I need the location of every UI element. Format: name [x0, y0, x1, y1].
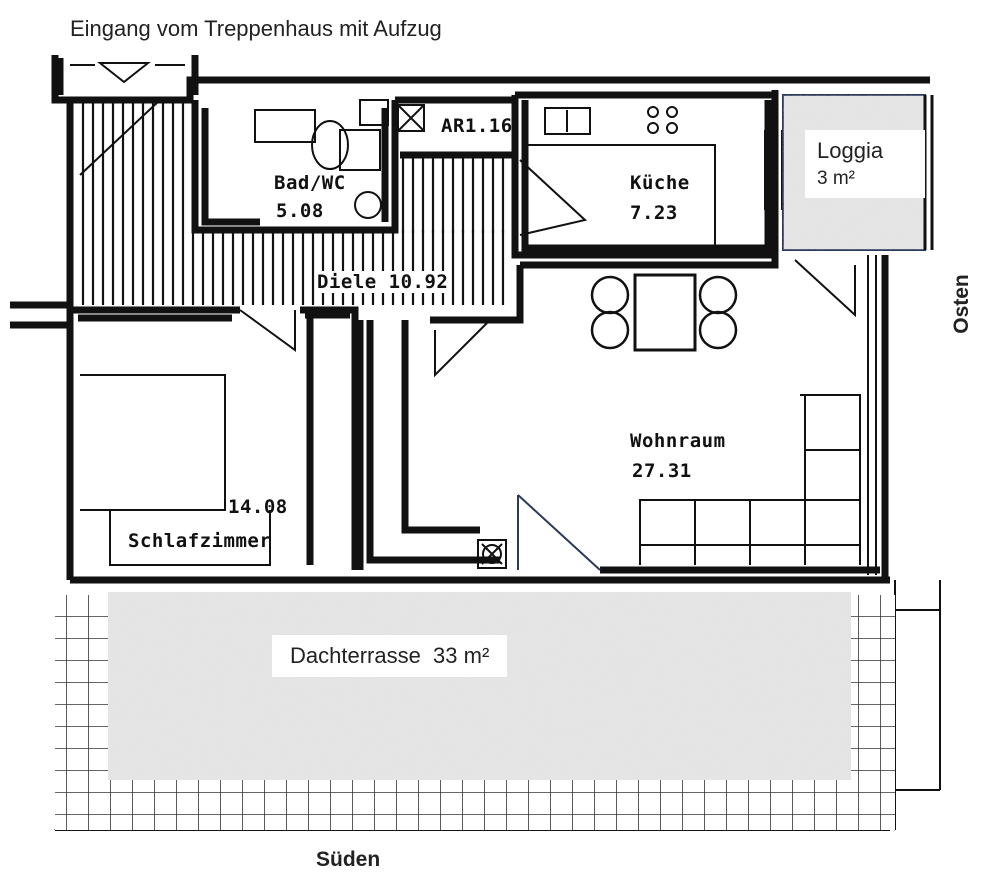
- room-area-schlaf: 14.08: [228, 496, 288, 518]
- room-area-bad: 5.08: [276, 200, 324, 222]
- room-label-wohnraum: Wohnraum: [630, 430, 726, 452]
- diele-hatching: [75, 100, 505, 305]
- room-label-loggia-box: Loggia 3 m²: [805, 130, 925, 198]
- compass-south: Süden: [316, 848, 381, 871]
- room-label-schlaf: Schlafzimmer: [128, 530, 272, 552]
- room-label-loggia: Loggia: [817, 138, 884, 163]
- terrace-tiles: [55, 595, 895, 830]
- room-label-bad: Bad/WC: [274, 172, 346, 194]
- room-area-kueche: 7.23: [630, 202, 678, 224]
- room-area-loggia: 3 m²: [817, 168, 855, 189]
- room-area-wohnraum: 27.31: [632, 460, 692, 482]
- room-label-diele: Diele 10.92: [315, 271, 451, 293]
- room-label-terrasse: Dachterrasse 33 m²: [272, 635, 508, 677]
- room-label-ar: AR1.16: [441, 115, 513, 137]
- room-label-kueche: Küche: [630, 172, 690, 194]
- compass-east: Osten: [949, 274, 973, 334]
- entrance-caption: Eingang vom Treppenhaus mit Aufzug: [70, 16, 442, 41]
- walls: [10, 55, 930, 584]
